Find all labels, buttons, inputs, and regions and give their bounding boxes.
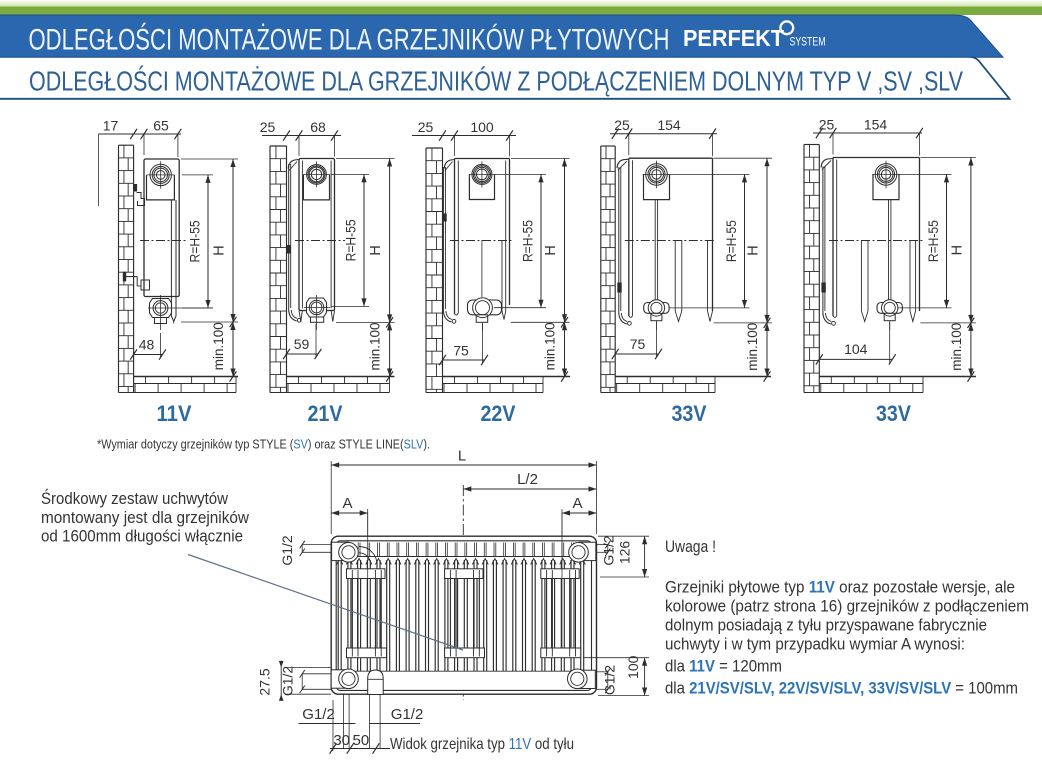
- svg-text:50: 50: [353, 732, 370, 749]
- svg-text:dla 21V/SV/SLV, 22V/SV/SLV, 33: dla 21V/SV/SLV, 22V/SV/SLV, 33V/SV/SLV =…: [665, 680, 1018, 698]
- svg-text:L: L: [458, 448, 466, 465]
- svg-text:21V: 21V: [308, 401, 343, 426]
- svg-text:25: 25: [614, 117, 630, 133]
- svg-text:Środkowy zestaw uchwytów: Środkowy zestaw uchwytów: [41, 489, 228, 508]
- svg-text:100: 100: [625, 655, 641, 679]
- svg-text:min.100: min.100: [543, 322, 558, 370]
- svg-text:25: 25: [418, 119, 434, 135]
- svg-text:33V: 33V: [672, 401, 707, 426]
- svg-text:48: 48: [139, 337, 155, 353]
- svg-text:G1/2: G1/2: [602, 665, 618, 696]
- svg-text:25: 25: [819, 117, 835, 133]
- svg-text:Widok grzejnika typ 11V od tył: Widok grzejnika typ 11V od tyłu: [390, 736, 574, 753]
- svg-text:min.100: min.100: [211, 322, 226, 370]
- svg-text:17: 17: [103, 118, 119, 134]
- svg-text:59: 59: [294, 336, 310, 352]
- svg-text:G1/2: G1/2: [302, 706, 335, 723]
- svg-text:kolorowe (patrz strona 16) grz: kolorowe (patrz strona 16) grzejników z …: [665, 598, 1029, 616]
- svg-text:uchwyty i w tym przypadku wymi: uchwyty i w tym przypadku wymiar A wynos…: [665, 636, 965, 654]
- svg-text:H: H: [212, 245, 228, 255]
- svg-text:104: 104: [844, 341, 868, 357]
- svg-text:R=H-55: R=H-55: [520, 220, 536, 262]
- svg-text:H: H: [368, 245, 384, 255]
- svg-text:65: 65: [153, 118, 169, 134]
- svg-text:33V: 33V: [876, 401, 911, 426]
- svg-text:ODLEGŁOŚCI MONTAŻOWE DLA GR: ODLEGŁOŚCI MONTAŻOWE DLA GRZEJNIKÓW PŁYT…: [29, 22, 670, 56]
- svg-text:H: H: [543, 245, 559, 255]
- svg-text:Grzejniki płytowe typ 11V oraz: Grzejniki płytowe typ 11V oraz pozostałe…: [665, 579, 1015, 597]
- svg-text:R=H-55: R=H-55: [343, 219, 359, 261]
- svg-text:22V: 22V: [481, 401, 516, 426]
- svg-text:min.100: min.100: [949, 323, 964, 371]
- svg-text:H: H: [949, 245, 965, 255]
- svg-text:100: 100: [470, 119, 494, 135]
- svg-text:min.100: min.100: [745, 323, 760, 371]
- svg-text:68: 68: [310, 119, 326, 135]
- svg-text:ODLEGŁOŚCI MONTAŻOWE DLA GRZEJ: ODLEGŁOŚCI MONTAŻOWE DLA GRZEJNIKÓW Z PO…: [29, 65, 964, 97]
- svg-text:25: 25: [260, 119, 276, 135]
- svg-text:dla 11V = 120mm: dla 11V = 120mm: [665, 658, 782, 676]
- svg-text:*Wymiar dotyczy grzejników typ: *Wymiar dotyczy grzejników typ STYLE (SV…: [97, 437, 430, 452]
- svg-text:A: A: [342, 495, 352, 512]
- svg-text:30: 30: [333, 732, 350, 749]
- svg-text:75: 75: [630, 336, 646, 352]
- svg-text:R=H-55: R=H-55: [187, 220, 203, 262]
- svg-text:dolnym posiadają z tyłu przysp: dolnym posiadają z tyłu przyspawane fabr…: [665, 617, 987, 635]
- svg-text:L/2: L/2: [517, 471, 538, 488]
- svg-text:A: A: [572, 495, 582, 512]
- svg-text:27.5: 27.5: [257, 668, 273, 695]
- svg-text:Uwaga !: Uwaga !: [665, 538, 716, 556]
- svg-text:SYSTEM: SYSTEM: [790, 37, 826, 49]
- svg-text:11V: 11V: [157, 401, 192, 426]
- svg-text:154: 154: [657, 117, 681, 133]
- svg-text:G1/2: G1/2: [279, 535, 295, 566]
- svg-text:R=H-55: R=H-55: [723, 220, 739, 262]
- svg-text:G1/2: G1/2: [279, 666, 295, 697]
- svg-text:126: 126: [616, 541, 632, 565]
- svg-text:PERFEKT: PERFEKT: [683, 25, 785, 51]
- svg-text:min.100: min.100: [368, 322, 383, 370]
- svg-text:154: 154: [864, 117, 888, 133]
- svg-text:G1/2: G1/2: [391, 706, 424, 723]
- svg-text:montowany jest dla grzejników: montowany jest dla grzejników: [41, 509, 249, 527]
- svg-text:H: H: [746, 245, 762, 255]
- svg-text:G1/2: G1/2: [601, 535, 617, 566]
- svg-text:R=H-55: R=H-55: [925, 220, 941, 262]
- svg-text:75: 75: [453, 343, 469, 359]
- svg-text:od 1600mm długości włącznie: od 1600mm długości włącznie: [41, 528, 243, 546]
